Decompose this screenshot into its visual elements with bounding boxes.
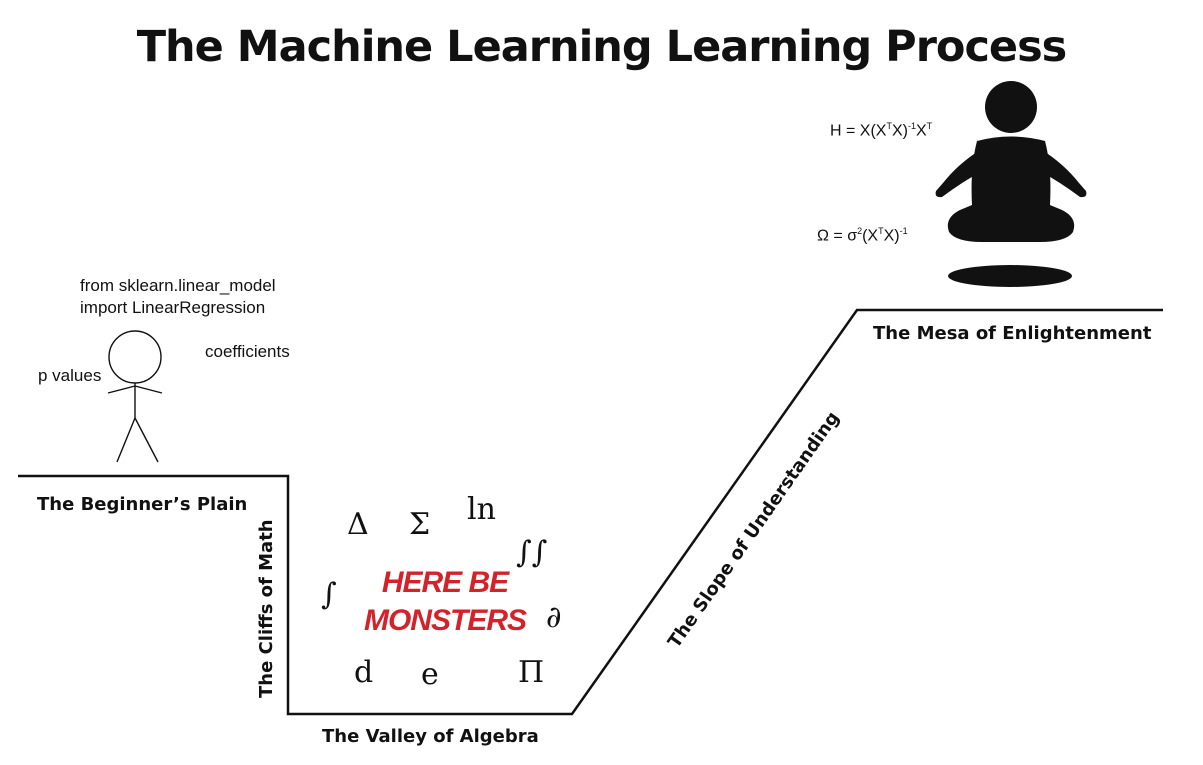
math-symbol-ln: ln xyxy=(467,492,496,527)
formula-omega: Ω = σ2(XTX)-1 xyxy=(817,226,908,245)
region-label-cliffs-of-math: The Cliffs of Math xyxy=(256,519,277,698)
coefficients-note: coefficients xyxy=(205,342,290,361)
meditating-person-icon xyxy=(935,81,1087,287)
diagram-title: The Machine Learning Learning Process xyxy=(136,22,1068,72)
math-symbol-delta: Δ xyxy=(347,507,369,542)
terrain-path xyxy=(18,308,1163,716)
code-line-2: import LinearRegression xyxy=(80,298,266,317)
monsters-line-2: MONSTERS xyxy=(363,604,527,637)
monsters-line-1: HERE BE xyxy=(381,566,509,599)
code-line-1: from sklearn.linear_model xyxy=(80,276,276,295)
math-symbol-integral: ∫ xyxy=(321,577,337,612)
region-label-mesa-of-enlightenment: The Mesa of Enlightenment xyxy=(873,323,1152,344)
math-symbol-pi: Π xyxy=(518,655,545,690)
math-symbol-sigma: Σ xyxy=(409,507,431,542)
math-symbol-d: d xyxy=(354,655,374,690)
math-symbol-partial: ∂ xyxy=(546,600,562,635)
region-label-beginners-plain: The Beginner’s Plain xyxy=(37,494,248,515)
region-label-valley-of-algebra: The Valley of Algebra xyxy=(322,726,539,747)
stick-figure-icon xyxy=(107,330,163,463)
math-symbol-e: e xyxy=(421,657,439,692)
p-values-note: p values xyxy=(38,366,102,385)
math-symbol-double-integral: ∫∫ xyxy=(516,535,548,570)
formula-hat-matrix: H = X(XTX)-1XT xyxy=(830,121,933,140)
